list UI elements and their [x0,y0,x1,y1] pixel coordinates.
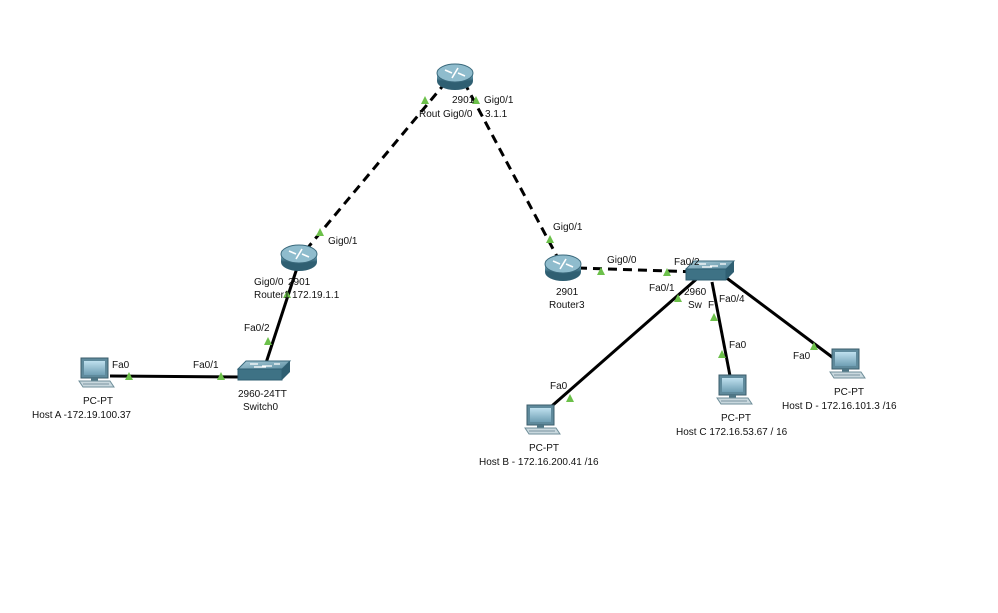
host-c-label: Host C 172.16.53.67 / 16 [676,427,788,438]
switch-right-model-label: 2960 [684,287,707,298]
port-label: Fa0/4 [719,294,745,305]
port-up-indicator [810,342,818,350]
port-label: Fa0 [112,360,130,371]
router-icon [436,63,474,90]
host-d-type-label: PC-PT [834,387,864,398]
host-c-type-label: PC-PT [721,413,751,424]
switch-right[interactable] [684,260,736,281]
port-label: Fa0 [793,351,811,362]
link-left-router-to-switch0[interactable] [263,267,299,367]
port-up-indicator [125,372,133,380]
switch0-model-label: 2960-24TT [238,389,287,400]
router-top-name-label: Rout [419,109,440,120]
switch-0[interactable] [236,360,292,381]
link-switch-right-to-host-c[interactable] [710,281,733,382]
link-top-router-to-router3[interactable] [462,81,562,263]
port-label: Fa0/2 [244,323,270,334]
port-label: Gig0/0 [607,255,637,266]
host-a-pc[interactable] [78,357,115,388]
port-up-indicator [674,294,682,302]
link-switch-right-to-host-b[interactable] [544,274,701,414]
router-top-model-label: 2901 [452,95,475,106]
host-a-type-label: PC-PT [83,396,113,407]
port-label: Gig0/0 [443,109,473,120]
port-up-indicator [283,290,291,298]
router-3[interactable] [544,254,582,281]
port-up-indicator [264,337,272,345]
router-top[interactable] [436,63,474,90]
router-left-model-label: 2901 [288,277,311,288]
switch0-name-label: Switch0 [243,402,278,413]
link-router3-to-switch-right[interactable] [577,266,699,274]
link-switch-right-to-host-d[interactable] [723,274,837,362]
switch-icon [236,360,292,381]
port-up-indicator [566,394,574,402]
host-d-pc[interactable] [829,348,866,379]
port-up-indicator [663,268,671,276]
pc-icon [78,357,115,388]
port-label: Fa0/1 [649,283,675,294]
router-left-name-label: Router1 [254,290,290,301]
host-b-pc[interactable] [524,404,561,435]
switch-right-name-label-a: Sw [688,300,703,311]
pc-icon [524,404,561,435]
port-label: Gig0/0 [254,277,284,288]
host-a-label: Host A -172.19.100.37 [32,410,131,421]
host-d-label: Host D - 172.16.101.3 /16 [782,401,897,412]
port-up-indicator [597,267,605,275]
port-label: Gig0/1 [328,236,358,247]
router3-name-label: Router3 [549,300,585,311]
router3-model-label: 2901 [556,287,579,298]
router-top-ip-label: 3.1.1 [485,109,508,120]
host-c-pc[interactable] [716,374,753,405]
port-up-indicator [217,372,225,380]
port-up-indicator [316,228,324,236]
switch-right-name-label-b: F [708,300,714,311]
router-icon [544,254,582,281]
port-indicators [125,96,818,402]
host-b-type-label: PC-PT [529,443,559,454]
router-left[interactable] [280,244,318,271]
link-top-router-to-left-router[interactable] [298,81,448,258]
pc-icon [716,374,753,405]
links-layer [109,81,837,414]
port-label: Fa0 [729,340,747,351]
router-left-ip-label: 172.19.1.1 [292,290,340,301]
port-label: Gig0/1 [553,222,583,233]
port-up-indicator [710,313,718,321]
switch-icon [684,260,736,281]
router-icon [280,244,318,271]
port-label: Fa0/1 [193,360,219,371]
host-b-label: Host B - 172.16.200.41 /16 [479,457,599,468]
link-switch0-to-host-a[interactable] [109,374,241,379]
pc-icon [829,348,866,379]
port-up-indicator [718,350,726,358]
port-up-indicator [421,96,429,104]
port-label: Gig0/1 [484,95,514,106]
port-up-indicator [472,96,480,104]
port-label: Fa0/2 [674,257,700,268]
port-label: Fa0 [550,381,568,392]
port-up-indicator [546,235,554,243]
